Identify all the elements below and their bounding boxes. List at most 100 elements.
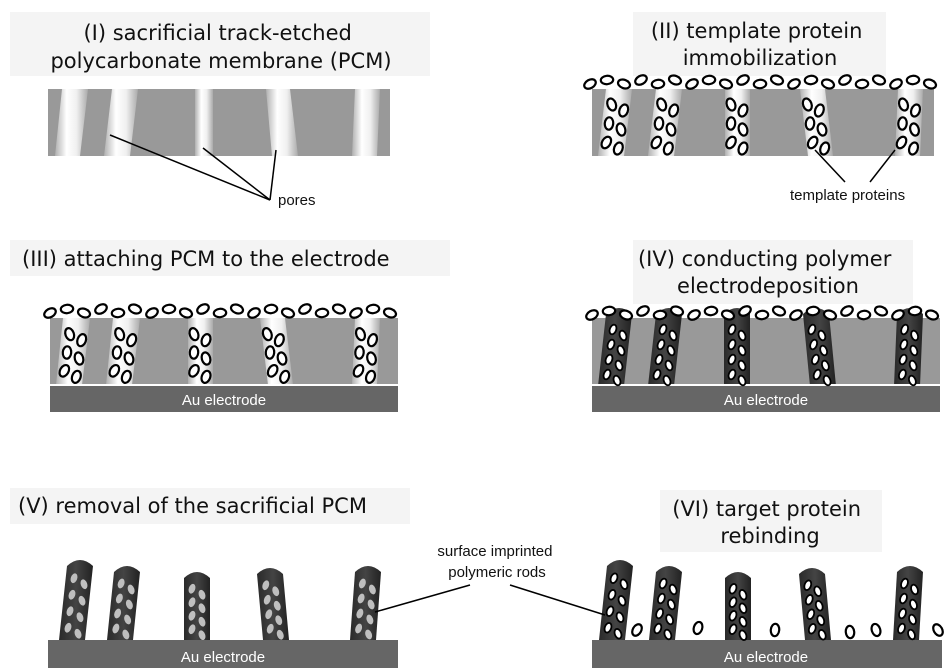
panel-I-title-box bbox=[10, 12, 430, 76]
protein-ellipse bbox=[606, 97, 618, 112]
imprint-cavity bbox=[655, 607, 664, 620]
protein-ellipse bbox=[820, 78, 836, 90]
imprint-cavity bbox=[664, 359, 674, 372]
panel-V-rods bbox=[59, 560, 381, 641]
protein-ellipse bbox=[64, 327, 76, 342]
protein-ellipse bbox=[737, 141, 749, 156]
protein-ellipse bbox=[805, 305, 821, 317]
imprint-cavity bbox=[819, 344, 828, 357]
protein-ellipse bbox=[229, 303, 245, 315]
imprint-cavity bbox=[273, 600, 281, 611]
imprint-cavity bbox=[366, 614, 374, 625]
imprint-cavity bbox=[908, 613, 917, 626]
protein-ellipse bbox=[364, 369, 377, 384]
imprint-cavity bbox=[909, 344, 919, 357]
imprint-cavity bbox=[658, 577, 668, 590]
protein-ellipse bbox=[897, 116, 908, 131]
imprint-cavity bbox=[614, 359, 624, 372]
imprint-cavity bbox=[275, 615, 283, 626]
panel-III-electrode: Au electrode bbox=[50, 386, 398, 412]
panel-VI-electrode: Au electrode bbox=[592, 640, 942, 668]
imprint-cavity bbox=[822, 374, 832, 387]
imprint-cavity bbox=[910, 329, 919, 342]
imprint-cavity bbox=[64, 622, 72, 633]
imprint-cavity bbox=[667, 598, 676, 611]
panel-VI-title-box bbox=[660, 490, 882, 552]
protein-ellipse bbox=[891, 309, 905, 321]
imprint-cavity bbox=[817, 629, 827, 641]
imprint-cavity bbox=[727, 323, 737, 336]
panel-II-title: (II) template protein immobilization bbox=[651, 19, 869, 70]
protein-ellipse bbox=[178, 307, 194, 319]
panel-IV-title: (IV) conducting polymer electrodepositio… bbox=[638, 247, 898, 298]
template-proteins-callout-lines bbox=[814, 149, 896, 183]
protein-ellipse bbox=[298, 303, 312, 315]
polymer-rod bbox=[59, 560, 93, 640]
protein-ellipse bbox=[789, 309, 803, 321]
protein-ellipse bbox=[636, 305, 650, 317]
protein-ellipse bbox=[924, 309, 940, 321]
imprint-cavity bbox=[74, 628, 82, 639]
protein-ellipse bbox=[276, 351, 288, 366]
protein-ellipse bbox=[889, 78, 903, 90]
imprint-cavity bbox=[613, 628, 623, 640]
protein-ellipse bbox=[120, 369, 132, 384]
protein-ellipse bbox=[61, 345, 73, 360]
panel-III-proteins bbox=[43, 303, 398, 384]
imprint-cavity bbox=[899, 592, 908, 605]
protein-ellipse bbox=[354, 345, 365, 360]
protein-ellipse bbox=[354, 327, 367, 342]
protein-ellipse bbox=[737, 122, 749, 137]
free-protein bbox=[932, 623, 944, 637]
pore bbox=[352, 89, 380, 156]
protein-ellipse bbox=[854, 78, 870, 90]
protein-ellipse bbox=[856, 309, 872, 321]
protein-ellipse bbox=[652, 309, 668, 321]
imprint-cavity bbox=[898, 353, 908, 366]
imprint-cavity bbox=[124, 614, 132, 625]
imprint-cavity bbox=[112, 623, 120, 634]
pore bbox=[195, 89, 213, 156]
imprint-cavity bbox=[900, 577, 909, 590]
imprint-cavity bbox=[68, 589, 76, 600]
protein-ellipse bbox=[600, 135, 613, 150]
imprint-cavity bbox=[738, 602, 748, 614]
panel-III-title-box bbox=[10, 240, 450, 276]
imprint-cavity bbox=[357, 593, 365, 604]
imprint-cavity bbox=[804, 594, 814, 606]
imprint-cavity bbox=[908, 359, 918, 372]
protein-ellipse bbox=[703, 305, 719, 317]
protein-ellipse bbox=[725, 116, 737, 131]
protein-ellipse bbox=[840, 305, 854, 317]
protein-ellipse bbox=[662, 141, 674, 156]
panel-II-proteins bbox=[583, 74, 938, 156]
protein-ellipse bbox=[819, 141, 831, 156]
panel-VI-proteins bbox=[603, 572, 944, 641]
imprint-cavity bbox=[66, 606, 74, 617]
imprint-cavity bbox=[908, 374, 917, 387]
protein-ellipse bbox=[895, 135, 908, 150]
protein-ellipse bbox=[769, 74, 785, 86]
protein-ellipse bbox=[280, 307, 296, 319]
protein-ellipse bbox=[266, 363, 279, 378]
imprint-cavity bbox=[607, 589, 617, 601]
protein-ellipse bbox=[200, 351, 212, 366]
protein-ellipse bbox=[634, 74, 648, 86]
protein-ellipse bbox=[616, 78, 632, 90]
imprint-cavity bbox=[266, 623, 274, 634]
protein-ellipse bbox=[725, 135, 737, 150]
protein-ellipse bbox=[382, 307, 398, 319]
protein-ellipse bbox=[123, 351, 135, 366]
imprint-cavity bbox=[198, 589, 206, 600]
protein-ellipse bbox=[804, 116, 816, 131]
panel-III-title: (III) attaching PCM to the electrode bbox=[22, 247, 390, 271]
imprint-cavity bbox=[807, 323, 817, 336]
imprint-cavity bbox=[803, 579, 813, 591]
imprint-cavity bbox=[728, 623, 738, 635]
protein-ellipse bbox=[188, 327, 200, 342]
imprint-cavity bbox=[737, 374, 747, 387]
imprint-cavity bbox=[603, 622, 613, 634]
protein-ellipse bbox=[685, 78, 699, 90]
protein-ellipse bbox=[261, 327, 273, 342]
imprint-cavity bbox=[807, 623, 817, 635]
